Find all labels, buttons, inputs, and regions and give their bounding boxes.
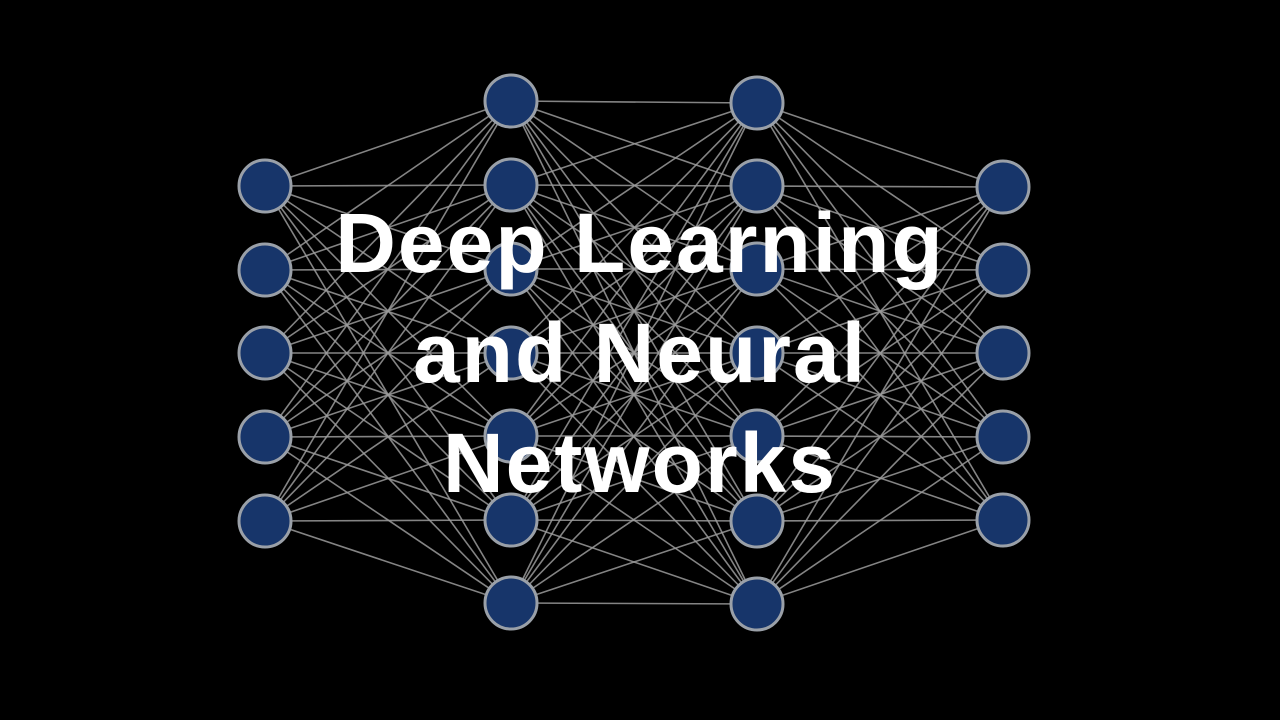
edge <box>510 185 758 604</box>
neuron-node-hidden-layer-1 <box>483 575 539 631</box>
edge <box>510 268 758 604</box>
neuron-node-input-layer <box>237 242 293 298</box>
edge <box>756 352 1004 605</box>
title-line-3: Networks <box>442 416 838 510</box>
edge <box>264 352 512 522</box>
neuron-node-output-layer <box>975 409 1031 465</box>
edge <box>264 100 512 438</box>
neuron-node-hidden-layer-1 <box>483 241 539 297</box>
edge-lines <box>264 100 1004 605</box>
edge <box>264 520 512 604</box>
edge <box>756 186 1004 270</box>
edge <box>510 102 758 186</box>
neuron-node-hidden-layer-1 <box>483 325 539 381</box>
title-line-1: Deep Learning <box>335 196 945 290</box>
edge <box>756 102 1004 188</box>
edge <box>264 100 512 522</box>
title-line-2: and Neural <box>412 306 868 400</box>
edge <box>264 519 512 522</box>
edge <box>264 435 512 522</box>
edge <box>756 185 1004 188</box>
neuron-node-hidden-layer-2 <box>729 493 785 549</box>
neuron-node-hidden-layer-1 <box>483 492 539 548</box>
edge <box>510 100 758 104</box>
edge <box>264 268 512 522</box>
edge <box>510 102 758 604</box>
neuron-node-hidden-layer-2 <box>729 325 785 381</box>
edge <box>510 520 758 604</box>
neuron-node-hidden-layer-2 <box>729 241 785 297</box>
edge <box>264 100 512 271</box>
neuron-node-input-layer <box>237 325 293 381</box>
neuron-node-hidden-layer-2 <box>729 408 785 464</box>
edge <box>756 186 1004 522</box>
edge <box>510 435 758 604</box>
edge <box>756 186 1004 437</box>
edge <box>510 602 758 605</box>
edge <box>756 186 1004 354</box>
neuron-node-hidden-layer-2 <box>729 576 785 632</box>
edge <box>756 269 1004 605</box>
neuron-node-output-layer <box>975 492 1031 548</box>
edge <box>510 102 758 354</box>
neuron-node-input-layer <box>237 409 293 465</box>
neuron-node-output-layer <box>975 159 1031 215</box>
neuron-node-hidden-layer-1 <box>483 157 539 213</box>
neuron-node-hidden-layer-2 <box>729 158 785 214</box>
neuron-node-hidden-layer-2 <box>729 75 785 131</box>
neuron-node-input-layer <box>237 158 293 214</box>
edge <box>510 352 758 604</box>
edge <box>264 100 512 354</box>
edge <box>510 102 758 270</box>
title-block: Deep Learning and Neural Networks <box>0 188 1280 518</box>
edge <box>264 184 512 522</box>
neuron-node-hidden-layer-1 <box>483 408 539 464</box>
neuron-node-input-layer <box>237 493 293 549</box>
neuron-nodes <box>237 73 1031 632</box>
edge <box>756 436 1004 605</box>
edge <box>510 102 758 521</box>
neuron-node-output-layer <box>975 242 1031 298</box>
neuron-node-hidden-layer-1 <box>483 73 539 129</box>
edge <box>264 100 512 187</box>
edge <box>510 102 758 437</box>
edge <box>756 519 1004 605</box>
neuron-node-output-layer <box>975 325 1031 381</box>
edge <box>756 186 1004 605</box>
